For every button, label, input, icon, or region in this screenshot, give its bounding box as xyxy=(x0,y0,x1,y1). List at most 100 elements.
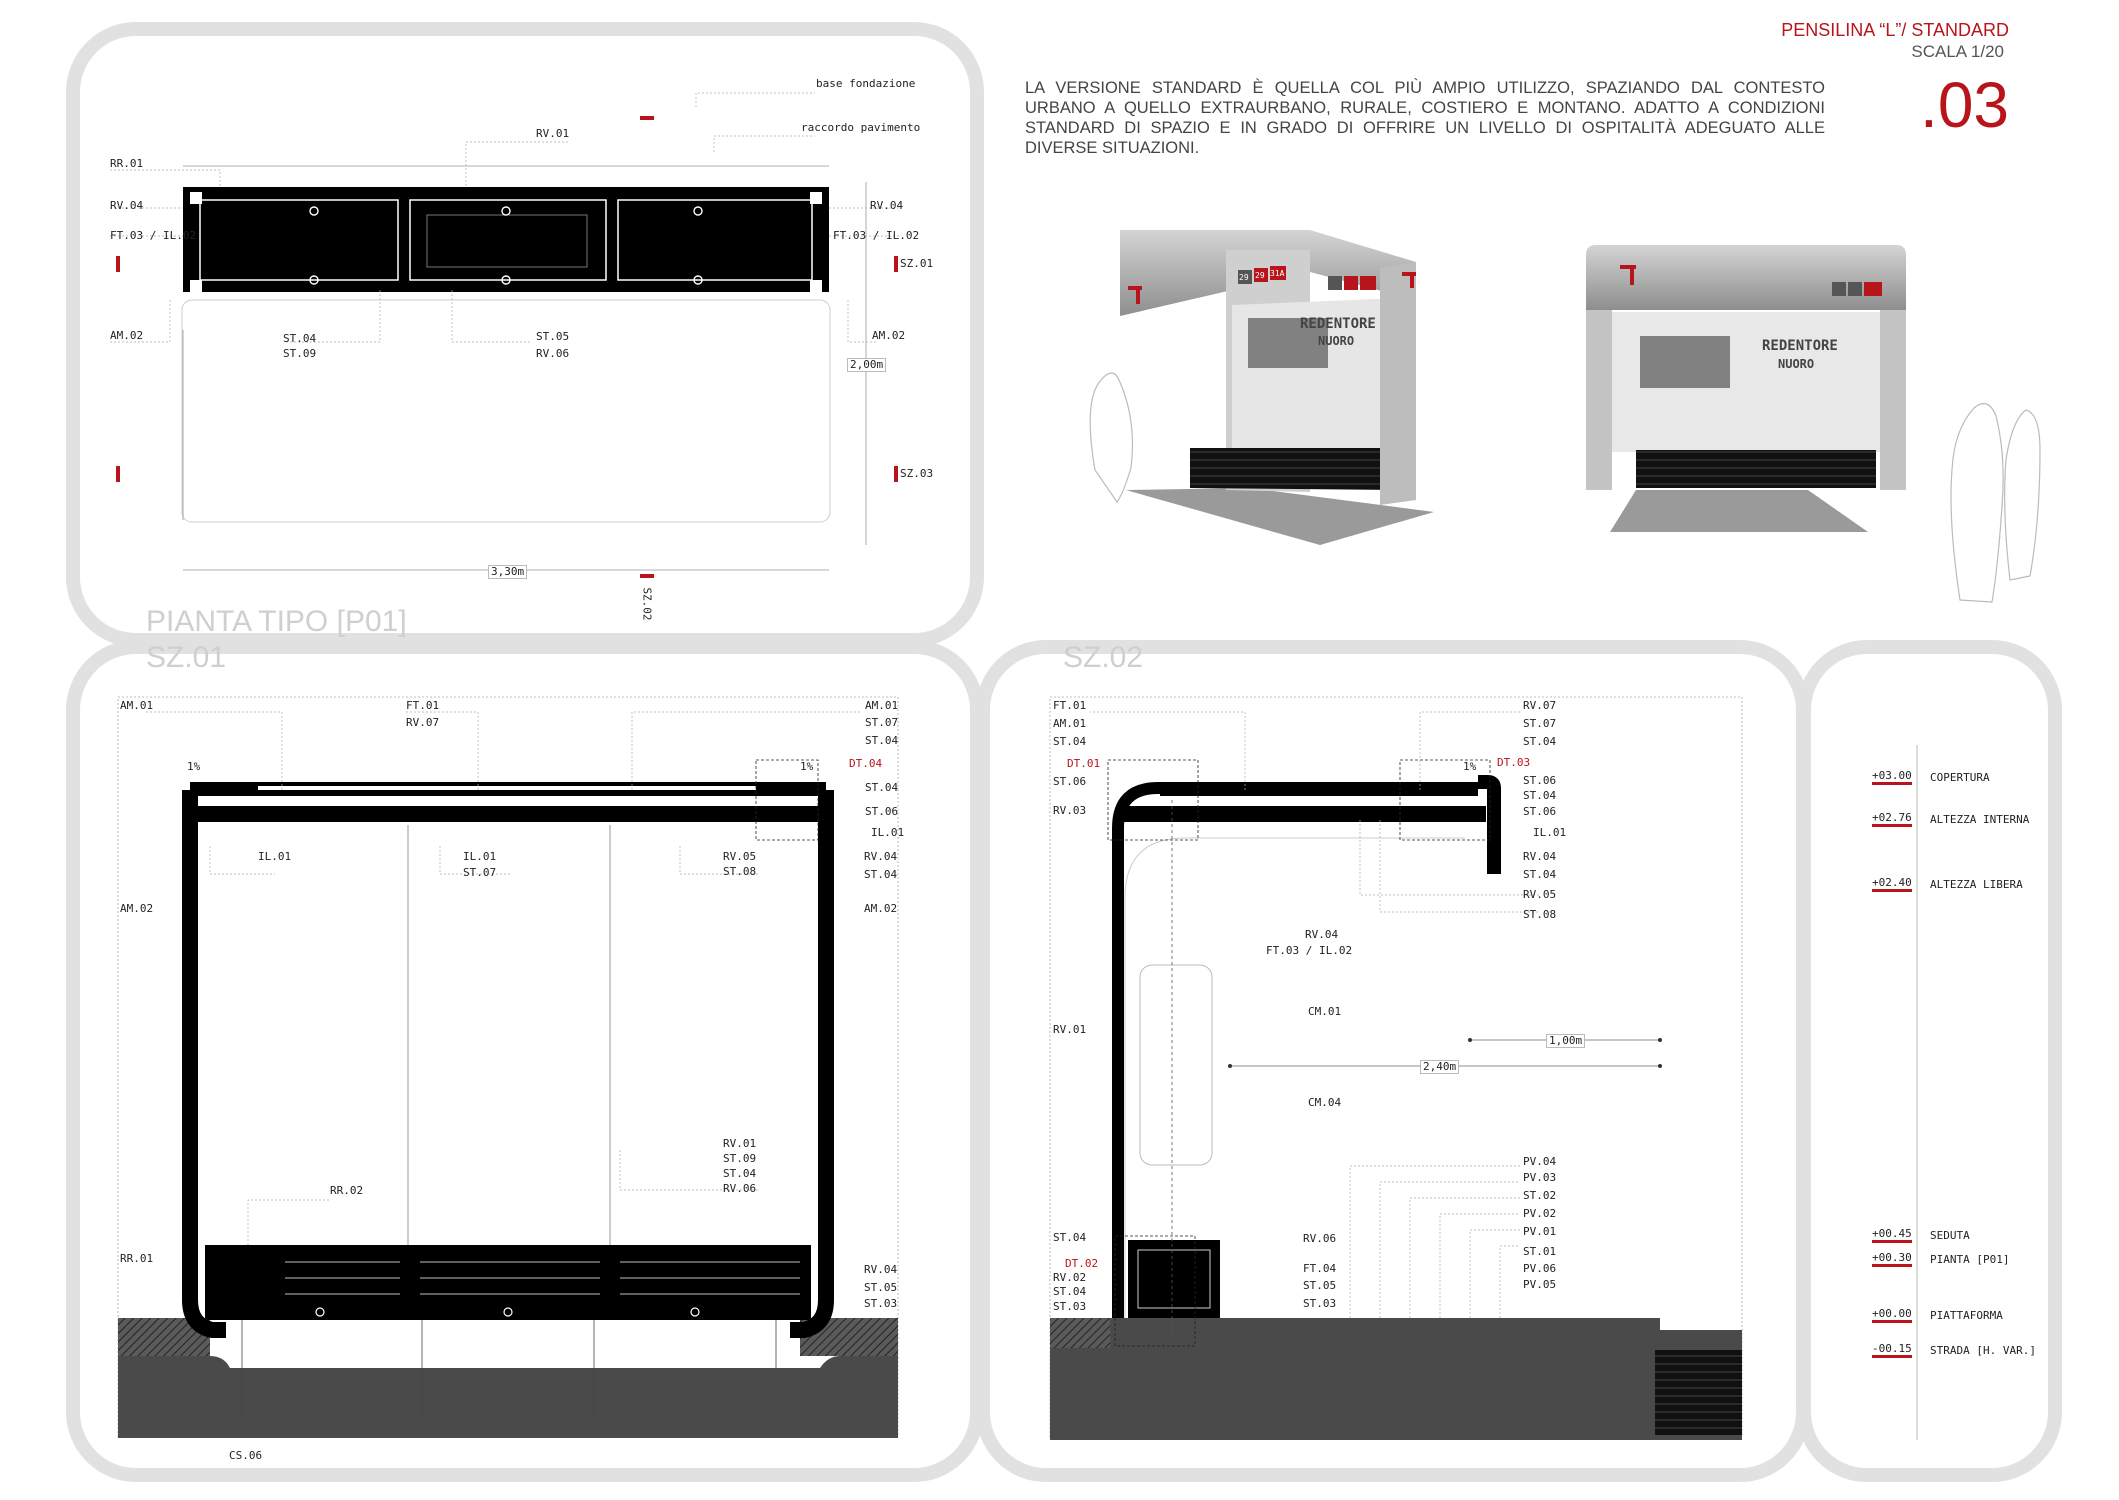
section2-detail-box-2 xyxy=(1399,759,1491,841)
s1-slope-left: 1% xyxy=(187,760,201,773)
s2-rv02: RV.02 xyxy=(1053,1271,1087,1284)
s1-slope-right: 1% xyxy=(800,760,814,773)
section1-drawing xyxy=(117,696,899,1438)
label-rv04-left: RV.04 xyxy=(110,199,144,212)
s2-dt03: DT.03 xyxy=(1497,756,1531,769)
s2-pv06: PV.06 xyxy=(1523,1262,1557,1275)
plan-title-2: SZ.01 xyxy=(146,641,227,674)
level-value: +00.30 xyxy=(1872,1252,1912,1267)
sheet-title: PENSILINA “L”/ STANDARD xyxy=(1781,20,2009,40)
sheet-number: .03 xyxy=(1920,69,2009,141)
label-rv06: RV.06 xyxy=(536,347,570,360)
s2-rv03: RV.03 xyxy=(1053,804,1087,817)
level-name: PIATTAFORMA xyxy=(1930,1309,2003,1322)
s1-rv07: RV.07 xyxy=(406,716,440,729)
s1-rr02: RR.02 xyxy=(330,1184,364,1197)
s2-st03: ST.03 xyxy=(1053,1300,1087,1313)
s2-st08: ST.08 xyxy=(1523,908,1557,921)
label-ft03-right: FT.03 / IL.02 xyxy=(833,229,920,242)
s1-st04-d: ST.04 xyxy=(723,1167,757,1180)
s1-st07: ST.07 xyxy=(865,716,899,729)
render2-poster-subtitle: NUORO xyxy=(1778,357,1815,371)
s2-ft01: FT.01 xyxy=(1053,699,1087,712)
label-rr01: RR.01 xyxy=(110,157,144,170)
render1-badges xyxy=(1238,266,1376,290)
label-st09: ST.09 xyxy=(283,347,317,360)
s1-st04-a: ST.04 xyxy=(865,734,899,747)
plan-panel xyxy=(66,22,984,647)
s2-am01: AM.01 xyxy=(1053,717,1087,730)
render1-platform xyxy=(1126,488,1434,545)
render1-poster-subtitle: NUORO xyxy=(1318,334,1355,348)
section2-ceiling xyxy=(1118,806,1486,822)
render1-bench xyxy=(1190,448,1400,490)
label-sz01: SZ.01 xyxy=(900,257,934,270)
s1-st06: ST.06 xyxy=(865,805,899,818)
s1-st09: ST.09 xyxy=(723,1152,757,1165)
label-rv01: RV.01 xyxy=(536,127,570,140)
level-value: +03.00 xyxy=(1872,770,1912,785)
s2-rv04: RV.04 xyxy=(1523,850,1557,863)
s2-ft03: FT.03 / IL.02 xyxy=(1266,944,1353,957)
render2-pillar-right xyxy=(1880,310,1906,490)
s2-st07: ST.07 xyxy=(1523,717,1557,730)
render2-person-silhouette-2 xyxy=(2004,409,2041,581)
level-value: +02.40 xyxy=(1872,877,1912,892)
s2-st04-e: ST.04 xyxy=(1053,1231,1087,1244)
s2-st03-b: ST.03 xyxy=(1303,1297,1337,1310)
label-raccordo-pavimento: raccordo pavimento xyxy=(801,121,921,134)
section1-wall-right xyxy=(790,790,834,1338)
s2-cm01: CM.01 xyxy=(1308,1005,1342,1018)
plan-title-1: PIANTA TIPO [P01] xyxy=(146,605,407,638)
s1-rv04-right: RV.04 xyxy=(864,850,898,863)
s1-st08: ST.08 xyxy=(723,865,757,878)
s1-am01-right: AM.01 xyxy=(865,699,899,712)
render1-badge-3: 31A xyxy=(1270,269,1285,278)
render-perspective xyxy=(1089,230,1434,545)
s1-am02-right: AM.02 xyxy=(864,902,898,915)
s1-st07-b: ST.07 xyxy=(463,866,497,879)
label-am02-right: AM.02 xyxy=(872,329,906,342)
s1-cs06: CS.06 xyxy=(229,1449,263,1462)
render1-poster-title: REDENTORE xyxy=(1300,316,1376,332)
s2-st06-c: ST.06 xyxy=(1523,805,1557,818)
label-st05: ST.05 xyxy=(536,330,570,343)
level-value: +00.45 xyxy=(1872,1228,1912,1243)
render2-pillar-left xyxy=(1586,310,1612,490)
level-value: +02.76 xyxy=(1872,812,1912,827)
s2-st06: ST.06 xyxy=(1053,775,1087,788)
s2-slope: 1% xyxy=(1463,760,1477,773)
plan-bay-2 xyxy=(409,199,607,281)
render2-bench xyxy=(1636,450,1876,488)
section2-figure-outline xyxy=(1139,964,1213,1166)
s1-rv04-bottom: RV.04 xyxy=(864,1263,898,1276)
section2-roof-right xyxy=(1478,775,1501,874)
s2-pv05: PV.05 xyxy=(1523,1278,1557,1291)
label-dim-width: 3,30m xyxy=(488,565,528,579)
levels-panel xyxy=(1797,640,2062,1482)
s1-il01-right: IL.01 xyxy=(871,826,905,839)
s1-rv05: RV.05 xyxy=(723,850,757,863)
s2-rv04-b: RV.04 xyxy=(1305,928,1339,941)
render2-poster-image xyxy=(1640,336,1730,388)
s2-st06-b: ST.06 xyxy=(1523,774,1557,787)
section2-detail-box-1 xyxy=(1107,759,1199,841)
section2-title: SZ.02 xyxy=(1063,641,1144,674)
s2-st04-c: ST.04 xyxy=(1523,789,1557,802)
s2-st04-d: ST.04 xyxy=(1523,868,1557,881)
s1-st04-b: ST.04 xyxy=(865,781,899,794)
render1-badge-2: 29 xyxy=(1255,271,1265,280)
s1-st04-c: ST.04 xyxy=(864,868,898,881)
s1-dt04: DT.04 xyxy=(849,757,883,770)
section1-ceiling xyxy=(190,806,826,822)
s2-st05: ST.05 xyxy=(1303,1279,1337,1292)
section1-detail-box xyxy=(755,759,819,841)
label-st04: ST.04 xyxy=(283,332,317,345)
s1-am02-left: AM.02 xyxy=(120,902,154,915)
section2-roof-left xyxy=(1112,782,1478,1318)
s2-pv01: PV.01 xyxy=(1523,1225,1557,1238)
s2-dim-2: 2,40m xyxy=(1420,1060,1460,1074)
render2-person-silhouette xyxy=(1950,402,2004,603)
s2-pv02: PV.02 xyxy=(1523,1207,1557,1220)
